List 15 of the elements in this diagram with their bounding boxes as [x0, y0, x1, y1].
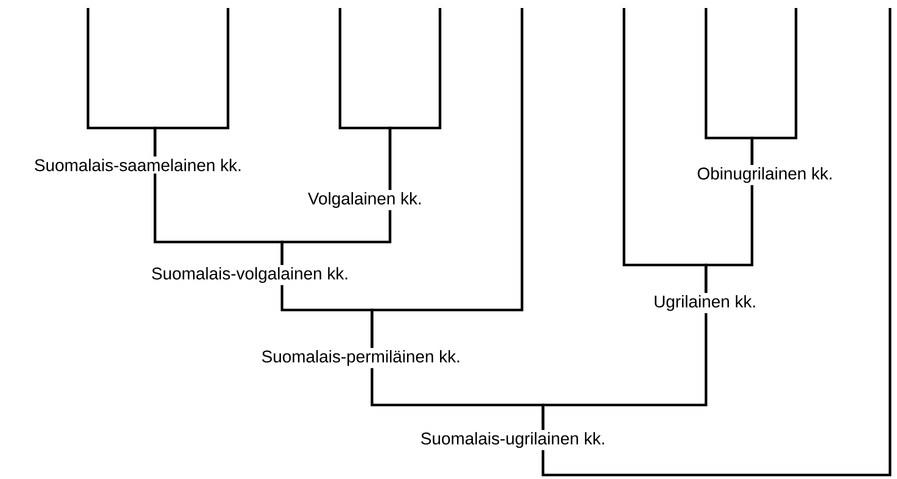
tree-line: [280, 210, 392, 265]
tree-line: [542, 313, 708, 430]
tree-line: [622, 8, 708, 293]
clade-label: Suomalais-volgalainen kk.: [152, 267, 348, 283]
clade-label: Suomalais-ugrilainen kk.: [421, 432, 604, 448]
tree-line: [750, 8, 798, 165]
clade-label: Obinugrilainen kk.: [698, 167, 832, 183]
clade-label: Suomalais-saamelainen kk.: [34, 158, 240, 172]
tree-line: [154, 8, 230, 157]
tree-line: [370, 8, 524, 348]
tree-line: [542, 8, 892, 476]
tree-line: [388, 8, 442, 190]
clade-label: Ugrilainen kk.: [654, 295, 755, 311]
clade-label: Suomalais-permiläinen kk.: [262, 350, 460, 366]
clade-label: Volgalainen kk.: [308, 192, 421, 208]
